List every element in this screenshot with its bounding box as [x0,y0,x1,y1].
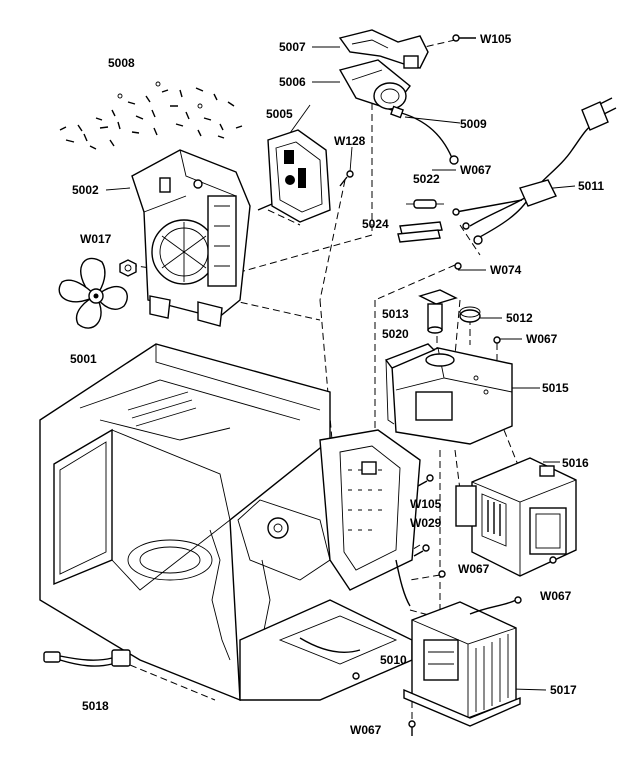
label-5015: 5015 [542,381,569,395]
screws-w105-w029 [413,474,434,557]
screw-w067-b [493,336,501,344]
label-w029: W029 [410,516,442,530]
nut-w017 [119,259,137,277]
label-w067-d: W067 [540,589,572,603]
label-w017: W017 [80,232,112,246]
control-area [239,429,421,701]
fuse-5022 [406,199,444,209]
callout-labels: 5007 W105 5008 5006 5005 5009 W128 W067 … [70,32,604,737]
label-5020: 5020 [382,327,409,341]
fan-bracket-5002 [131,149,251,327]
fan-blade-5001 [58,257,128,329]
gasket-5020 [384,343,436,425]
thermal-cutout-5013 [418,289,458,334]
label-5017: 5017 [550,683,577,697]
fan-motor-5005 [257,129,331,223]
screw-w067-e [352,672,416,736]
magnetron-5016 [455,457,577,577]
label-5007: 5007 [279,40,306,54]
label-w067-e: W067 [350,723,382,737]
label-5011: 5011 [578,179,604,193]
label-5010: 5010 [380,653,407,667]
small-parts-5008 [59,81,243,150]
label-5002: 5002 [72,183,99,197]
label-5013: 5013 [382,307,409,321]
label-5005: 5005 [266,107,293,121]
air-guide-5015 [391,347,513,445]
label-w067-c: W067 [458,562,490,576]
label-5012: 5012 [506,311,533,325]
wire-harness-5018 [43,649,131,667]
label-w105-top: W105 [480,32,512,46]
label-w067-b: W067 [526,332,558,346]
label-5024: 5024 [362,217,389,231]
power-cord-5011 [452,97,617,245]
screw-w067-c [438,570,446,578]
label-5001: 5001 [70,352,97,366]
transformer-5017 [403,596,522,727]
label-5022: 5022 [413,172,440,186]
label-5018: 5018 [82,699,109,713]
label-5006: 5006 [279,75,306,89]
diode-5009 [390,105,459,165]
label-5016: 5016 [562,456,589,470]
label-w128: W128 [334,134,366,148]
label-w105-mid: W105 [410,497,442,511]
label-5008: 5008 [108,56,135,70]
capacitor-5006 [338,59,411,111]
thermal-cutout-5012 [459,306,481,323]
screw-w128 [339,170,354,187]
screw-w074 [454,262,462,270]
fuse-holder-5024 [397,221,443,243]
bracket-5007 [338,29,476,69]
oven-cavity-5001 [39,343,331,702]
label-w067-a: W067 [460,163,492,177]
label-5009: 5009 [460,117,487,131]
label-w074: W074 [490,263,522,277]
